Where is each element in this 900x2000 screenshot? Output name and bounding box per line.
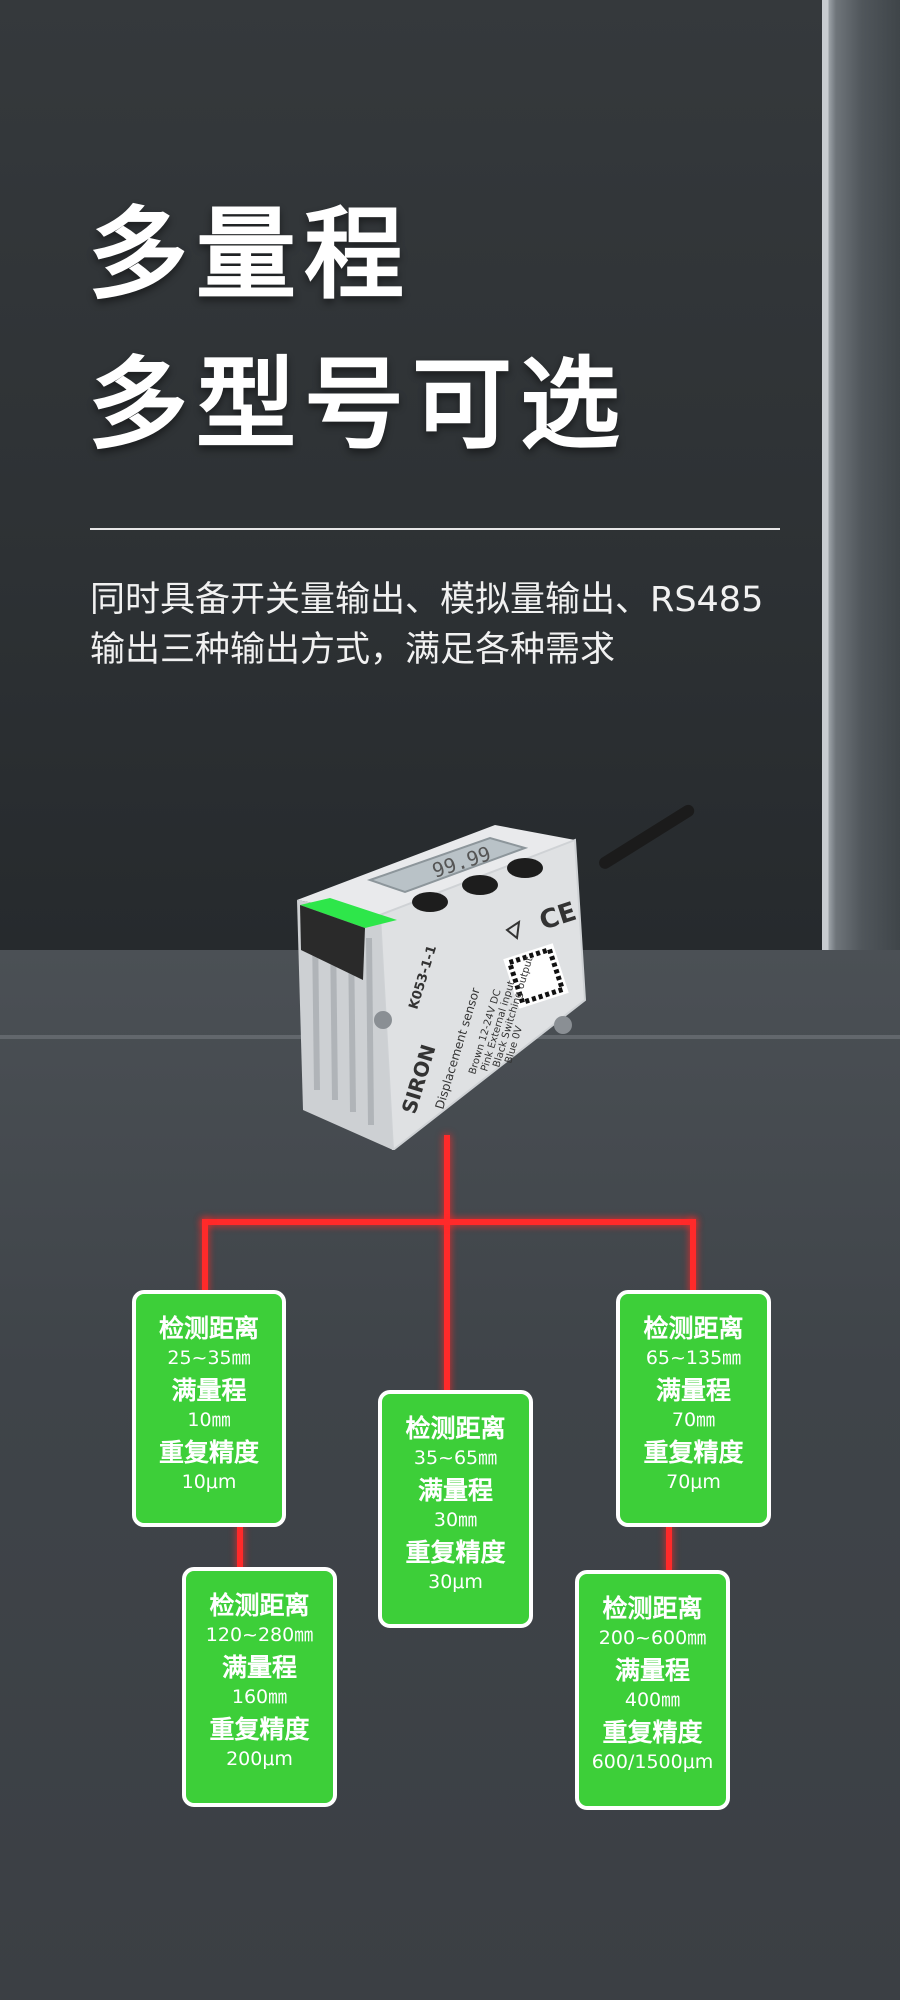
value-distance: 25~35㎜ xyxy=(167,1347,251,1369)
label-distance: 检测距离 xyxy=(602,1594,703,1623)
label-range: 满量程 xyxy=(614,1656,690,1685)
metal-pillar xyxy=(822,0,900,950)
value-precision: 10μm xyxy=(181,1471,237,1493)
label-distance: 检测距离 xyxy=(643,1314,744,1343)
label-precision: 重复精度 xyxy=(209,1715,310,1744)
label-range: 满量程 xyxy=(171,1376,247,1405)
value-distance: 120~280㎜ xyxy=(205,1624,314,1646)
value-range: 160㎜ xyxy=(231,1686,288,1708)
value-range: 10㎜ xyxy=(187,1409,231,1431)
spec-card-65-135: 检测距离 65~135㎜ 满量程 70㎜ 重复精度 70μm xyxy=(616,1290,771,1527)
laser-line-horizontal xyxy=(202,1219,696,1225)
value-distance: 35~65㎜ xyxy=(413,1447,498,1469)
background-upper xyxy=(0,0,900,950)
description-line2: 输出三种输出方式，满足各种需求 xyxy=(90,630,616,670)
label-range: 满量程 xyxy=(655,1376,731,1405)
label-precision: 重复精度 xyxy=(643,1438,744,1467)
label-distance: 检测距离 xyxy=(405,1414,506,1443)
spec-card-35-65: 检测距离 35~65㎜ 满量程 30㎜ 重复精度 30μm xyxy=(378,1390,533,1628)
label-precision: 重复精度 xyxy=(405,1538,506,1567)
label-precision: 重复精度 xyxy=(602,1718,703,1747)
laser-line-left xyxy=(202,1219,208,1294)
divider-line xyxy=(90,528,780,530)
value-precision: 600/1500μm xyxy=(591,1751,714,1773)
value-range: 400㎜ xyxy=(624,1689,681,1711)
label-distance: 检测距离 xyxy=(158,1314,259,1343)
laser-line-right-lower xyxy=(666,1525,672,1573)
value-precision: 200μm xyxy=(226,1748,293,1770)
label-range: 满量程 xyxy=(221,1653,297,1682)
displacement-sensor-image: 99.99 CE SIRON Displacement sensor K053-… xyxy=(297,825,587,1150)
label-range: 满量程 xyxy=(417,1476,493,1505)
value-range: 70㎜ xyxy=(671,1409,716,1431)
value-distance: 65~135㎜ xyxy=(645,1347,742,1369)
headline-line2: 多型号可选 xyxy=(88,346,628,463)
value-distance: 200~600㎜ xyxy=(598,1627,707,1649)
label-precision: 重复精度 xyxy=(158,1438,259,1467)
headline-line1: 多量程 xyxy=(88,196,412,313)
value-precision: 30μm xyxy=(428,1571,483,1593)
spec-card-200-600: 检测距离 200~600㎜ 满量程 400㎜ 重复精度 600/1500μm xyxy=(575,1570,730,1810)
laser-line-left-lower xyxy=(237,1525,243,1570)
value-range: 30㎜ xyxy=(433,1509,478,1531)
spec-card-120-280: 检测距离 120~280㎜ 满量程 160㎜ 重复精度 200μm xyxy=(182,1567,337,1807)
label-distance: 检测距离 xyxy=(209,1591,310,1620)
laser-line-right xyxy=(690,1219,696,1294)
laser-line-trunk xyxy=(444,1135,450,1395)
description-line1: 同时具备开关量输出、模拟量输出、RS485 xyxy=(90,580,764,620)
spec-card-25-35: 检测距离 25~35㎜ 满量程 10㎜ 重复精度 10μm xyxy=(132,1290,286,1527)
value-precision: 70μm xyxy=(666,1471,721,1493)
